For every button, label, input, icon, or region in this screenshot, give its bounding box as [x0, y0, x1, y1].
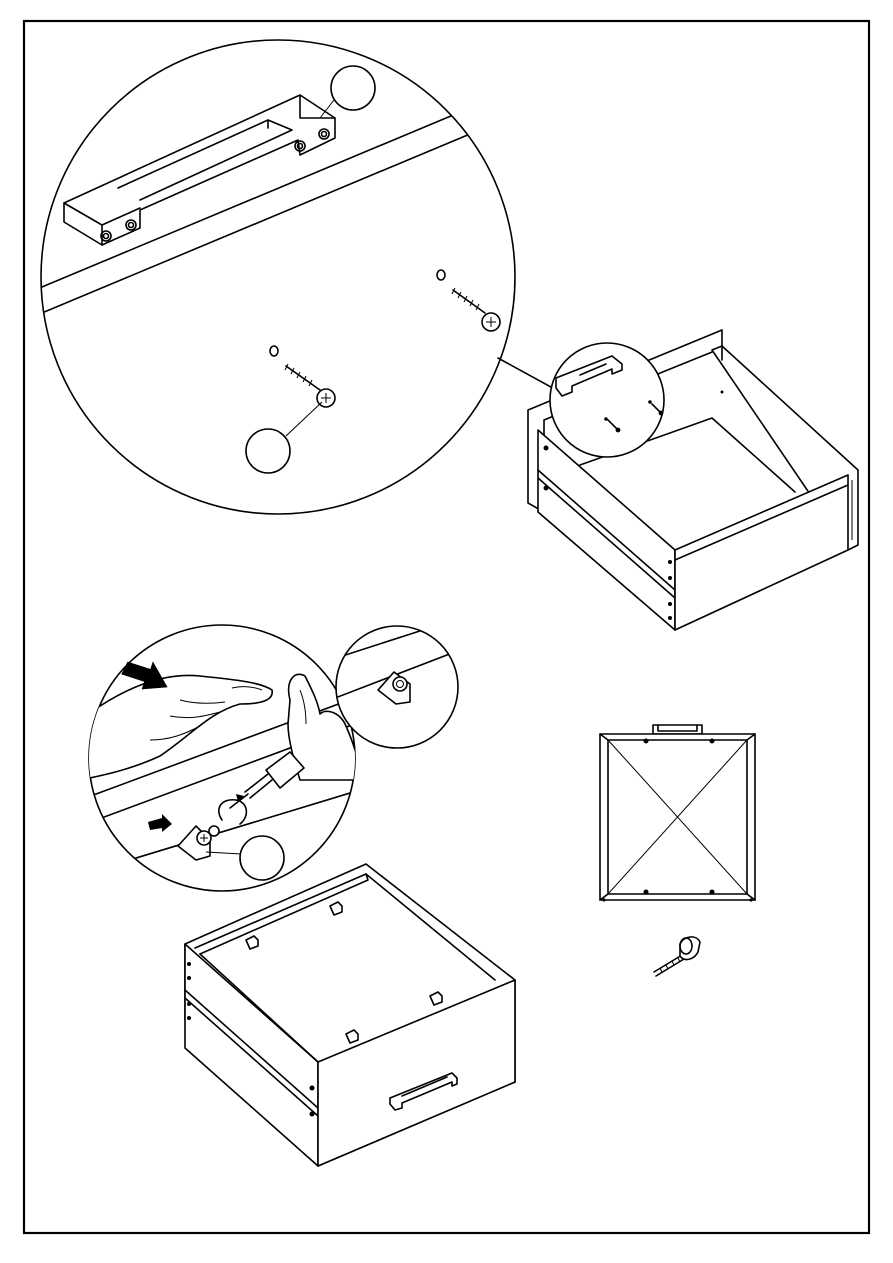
handle-position-magnifier	[550, 343, 664, 457]
screwdriver-detail-magnifier	[80, 625, 360, 891]
part-callout-circle	[240, 836, 284, 880]
diagonal-square-check-drawing	[600, 725, 755, 902]
part-callout-circle	[246, 429, 290, 473]
part-callout-circle	[331, 66, 375, 110]
handle-detail-magnifier	[30, 40, 560, 514]
assembled-drawer-drawing	[185, 864, 515, 1166]
tape-measure-icon	[654, 937, 700, 976]
